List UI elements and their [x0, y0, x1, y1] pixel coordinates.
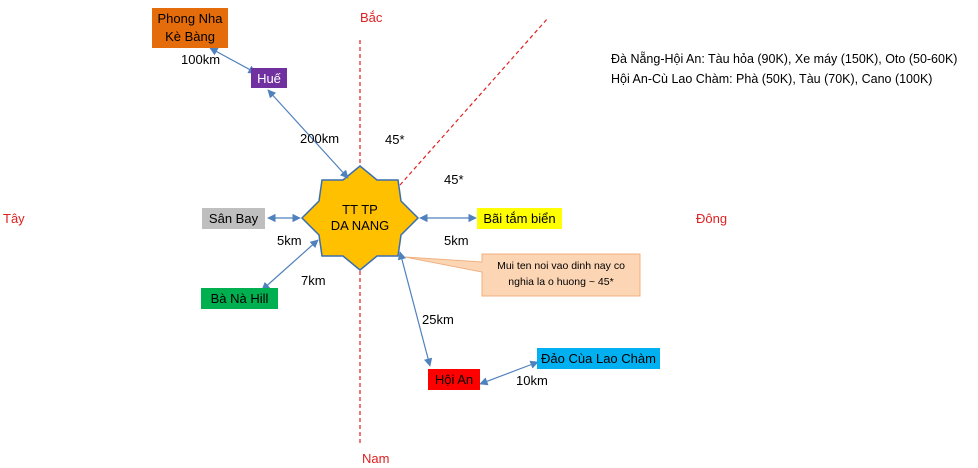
diagonal-45-line — [399, 17, 549, 186]
center-label-line2: DA NANG — [330, 218, 390, 233]
distance-ba-na: 7km — [301, 273, 326, 288]
arrow-center-hoi-an — [397, 251, 433, 367]
place-san-bay: Sân Bay — [202, 208, 265, 229]
direction-south: Nam — [362, 451, 390, 466]
distance-bai-tam: 5km — [444, 233, 469, 248]
arrow-phong-nha-hue — [209, 47, 257, 74]
direction-west: Tây — [3, 211, 25, 226]
callout-bubble — [404, 253, 641, 297]
distance-san-bay: 5km — [277, 233, 302, 248]
arrow-ba-na-center — [261, 239, 319, 291]
distance-hoi-an: 25km — [422, 312, 454, 327]
distance-phong-nha-hue: 100km — [181, 52, 221, 67]
center-label-line1: TT TP — [342, 202, 378, 217]
distance-hue-center: 200km — [300, 131, 340, 146]
center-star — [300, 165, 420, 271]
place-ba-na: Bà Nà Hill — [201, 288, 278, 309]
callout-line1: Mui ten noi vao dinh nay co — [497, 260, 625, 272]
place-phong-nha: Phong Nha Kè Bàng — [152, 8, 228, 48]
distance-cu-lao-cham: 10km — [516, 373, 548, 388]
place-bai-tam: Bãi tắm biển — [477, 208, 562, 229]
arrow-hue-center — [267, 89, 349, 179]
callout-text: Mui ten noi vao dinh nay co nghia la o h… — [482, 254, 640, 296]
direction-north: Bắc — [360, 10, 383, 25]
place-hoi-an: Hội An — [428, 369, 480, 390]
angle-label-2: 45* — [444, 172, 464, 187]
place-phong-nha-line1: Phong Nha — [157, 11, 223, 26]
callout-line2: nghia la o huong ~ 45* — [508, 276, 614, 288]
note-line1: Đà Nẵng-Hội An: Tàu hỏa (90K), Xe máy (1… — [611, 52, 958, 66]
transport-notes: Đà Nẵng-Hội An: Tàu hỏa (90K), Xe máy (1… — [611, 49, 957, 89]
angle-label-1: 45* — [385, 132, 405, 147]
place-hue: Huế — [251, 68, 287, 88]
place-phong-nha-line2: Kè Bàng — [165, 29, 215, 44]
place-cu-lao-cham: Đảo Cùa Lao Chàm — [537, 348, 660, 369]
center-label: TT TP DA NANG — [320, 202, 400, 234]
arrow-hoi-an-cu-lao-cham — [479, 360, 539, 386]
direction-east: Đông — [696, 211, 728, 226]
note-line2: Hội An-Cù Lao Chàm: Phà (50K), Tàu (70K)… — [611, 72, 933, 86]
